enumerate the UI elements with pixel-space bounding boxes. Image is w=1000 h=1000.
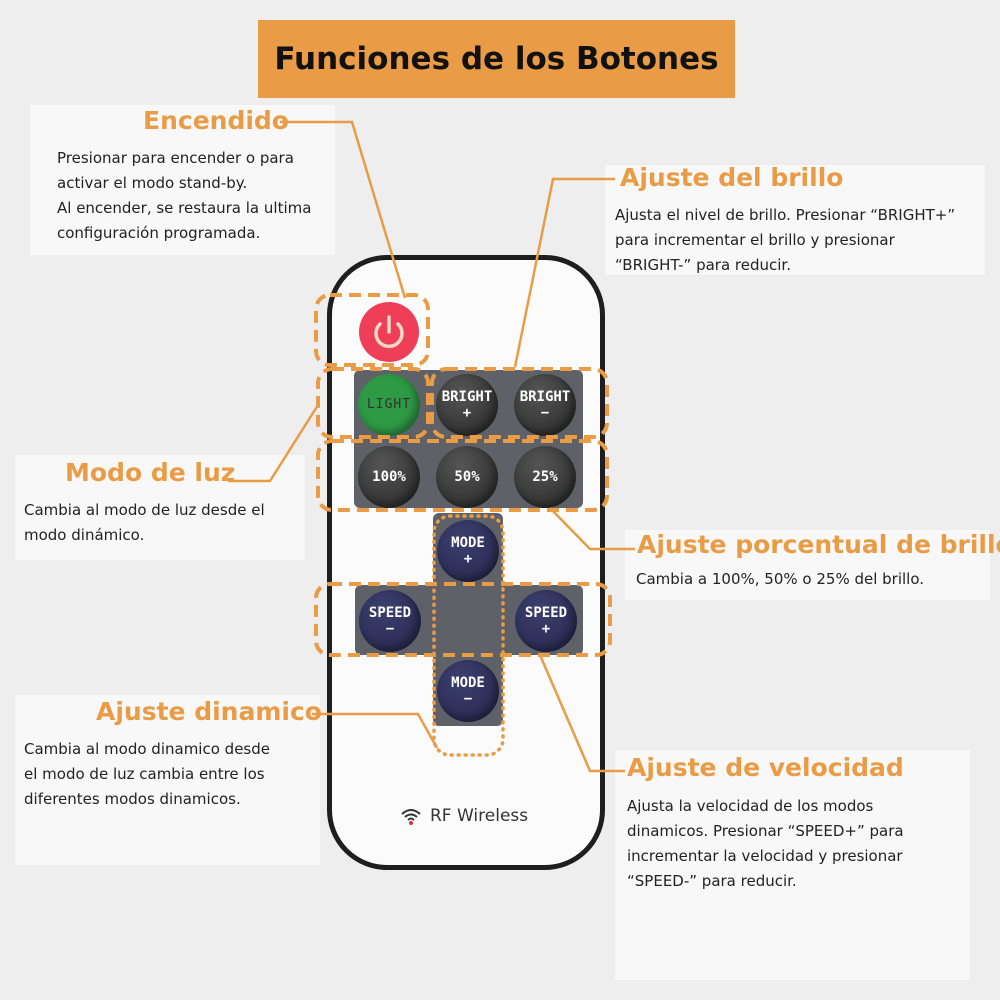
bright-plus-sign: + <box>462 405 472 421</box>
heading-modo-luz: Modo de luz <box>65 458 236 487</box>
text-velocidad: Ajusta la velocidad de los modos dinamic… <box>627 797 904 890</box>
bright-plus-label: BRIGHT <box>441 389 493 405</box>
speed-plus-button[interactable]: SPEED+ <box>515 590 577 652</box>
panel-dinamico <box>15 695 320 865</box>
rf-wireless-brand: RF Wireless <box>400 806 528 826</box>
brightness-100-button[interactable]: 100% <box>358 446 420 508</box>
text-dinamico: Cambia al modo dinamico desde el modo de… <box>24 740 270 808</box>
bright-plus-button[interactable]: BRIGHT+ <box>436 374 498 436</box>
mode-plus-button[interactable]: MODE+ <box>437 520 499 582</box>
text-encendido: Presionar para encender o para activar e… <box>57 149 312 242</box>
light-label: LIGHT <box>366 397 412 412</box>
mode-minus-label: MODE <box>451 675 485 691</box>
text-modo-luz: Cambia al modo de luz desde el modo diná… <box>24 501 265 544</box>
brightness-25-button[interactable]: 25% <box>514 446 576 508</box>
power-button[interactable] <box>359 302 419 362</box>
bright-minus-sign: − <box>540 405 550 421</box>
rf-wireless-label: RF Wireless <box>430 806 529 826</box>
speed-plus-sign: + <box>541 621 551 637</box>
bright-minus-label: BRIGHT <box>519 389 571 405</box>
speed-minus-label: SPEED <box>368 605 412 621</box>
speed-plus-label: SPEED <box>524 605 568 621</box>
speed-minus-sign: − <box>385 621 395 637</box>
heading-encendido: Encendido <box>143 106 289 135</box>
heading-dinamico: Ajuste dinamico <box>96 697 322 726</box>
text-brillo: Ajusta el nivel de brillo. Presionar “BR… <box>615 206 956 274</box>
mode-minus-button[interactable]: MODE− <box>437 660 499 722</box>
mode-plus-sign: + <box>463 551 473 567</box>
wifi-icon <box>401 809 421 825</box>
panel-brillo <box>605 165 985 275</box>
light-button[interactable]: LIGHT <box>358 374 420 436</box>
panel-velocidad <box>615 750 970 980</box>
page-title: Funciones de los Botones <box>258 20 735 98</box>
speed-minus-button[interactable]: SPEED− <box>359 590 421 652</box>
panel-porcentual <box>625 530 990 600</box>
mode-plus-label: MODE <box>451 535 485 551</box>
mode-minus-sign: − <box>463 691 473 707</box>
heading-brillo: Ajuste del brillo <box>620 163 844 192</box>
power-icon <box>374 315 404 349</box>
bright-minus-button[interactable]: BRIGHT− <box>514 374 576 436</box>
brightness-50-label: 50% <box>454 469 480 485</box>
heading-velocidad: Ajuste de velocidad <box>627 753 904 782</box>
heading-porcentual: Ajuste porcentual de brillo <box>637 530 1000 559</box>
brightness-100-label: 100% <box>372 469 406 485</box>
text-porcentual: Cambia a 100%, 50% o 25% del brillo. <box>636 570 925 588</box>
brightness-50-button[interactable]: 50% <box>436 446 498 508</box>
brightness-25-label: 25% <box>532 469 558 485</box>
